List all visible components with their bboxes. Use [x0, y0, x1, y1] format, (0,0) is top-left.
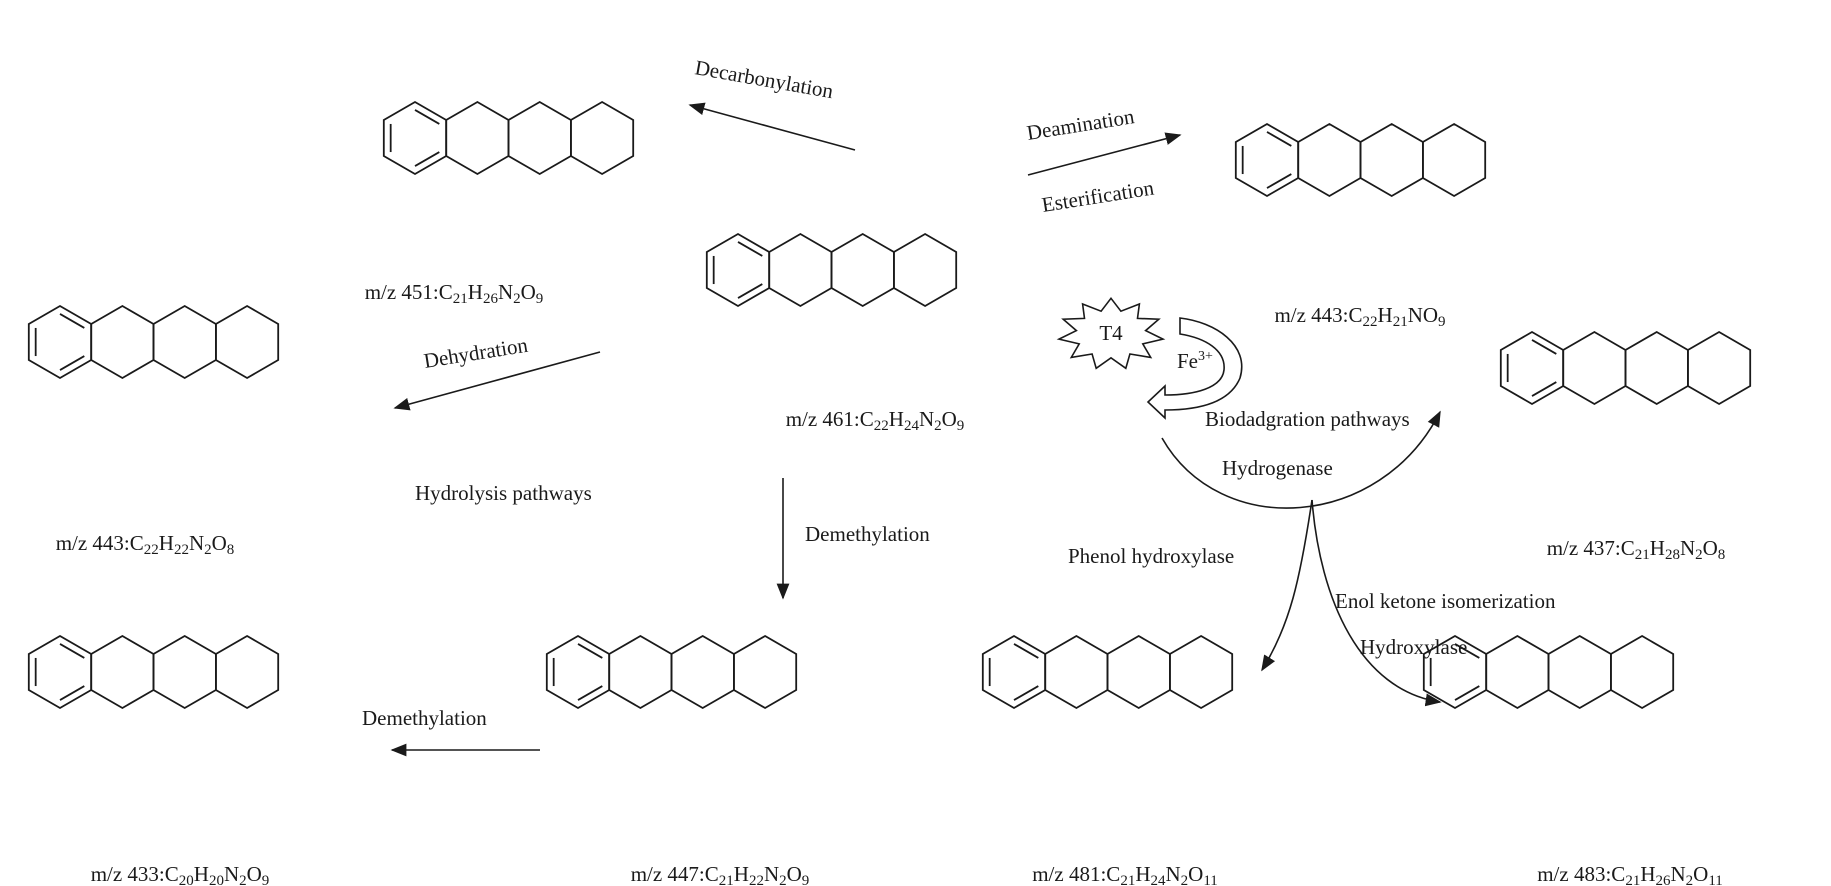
- mol-461-ring-c: [830, 232, 895, 308]
- mol-451-ring-d: [570, 100, 635, 176]
- mol-447-ring-a-double-bond: [577, 643, 603, 659]
- mol-447-ring-d: [733, 634, 798, 710]
- mol-433-ring-d: [214, 634, 280, 710]
- mol-443-ester-ring-a-double-bond: [1266, 131, 1292, 147]
- arrow-dehydration: [393, 351, 601, 411]
- mol-481-ring-b: [1044, 634, 1109, 710]
- arrow-decarbonylation: [688, 102, 856, 151]
- mol-447-ring-a-double-bond: [577, 685, 603, 701]
- fe-hollow-arrow: [1146, 317, 1243, 420]
- mol-461-ring-b: [768, 232, 833, 308]
- caption-mz461: m/z 461:C22H24N2O9: [786, 407, 965, 434]
- mol-433-ring-c: [152, 634, 217, 710]
- mol-451-ring-a-double-bond: [414, 151, 440, 167]
- mol-447-ring-a: [545, 634, 611, 710]
- caption-mz433: m/z 433:C20H20N2O9: [91, 862, 270, 886]
- mol-481-ring-d: [1169, 634, 1234, 710]
- mol-451-ring-a: [382, 100, 448, 176]
- mol-437-ring-a-double-bond: [1531, 339, 1557, 355]
- demethylation-label-1: Demethylation: [805, 522, 930, 546]
- dehydration-label: Dehydration: [422, 333, 530, 373]
- demethylation-label-2: Demethylation: [362, 706, 487, 730]
- enol-isomerization-label: Enol ketone isomerization: [1335, 589, 1556, 613]
- fe-ion-label: Fe3+: [1177, 349, 1213, 373]
- mol-481-ring-a-double-bond: [1013, 643, 1039, 659]
- mol-461-ring-a-double-bond: [737, 283, 763, 299]
- hydrolysis-label: Hydrolysis pathways: [415, 481, 592, 505]
- mol-447-ring-b: [608, 634, 673, 710]
- mol-443-ester-ring-a: [1234, 122, 1300, 198]
- mol-483-ring-a-double-bond: [1454, 643, 1480, 659]
- t4-label: T4: [1099, 321, 1123, 345]
- caption-mz443-ester: m/z 443:C22H21NO9: [1274, 303, 1445, 330]
- mol-437-ring-b: [1562, 330, 1627, 406]
- deamination-label: Deamination: [1025, 104, 1136, 145]
- arrow-esterification: [1027, 132, 1182, 176]
- mol-443-ester-ring-a-double-bond: [1266, 173, 1292, 189]
- caption-mz481: m/z 481:C21H24N2O11: [1032, 862, 1218, 886]
- mol-483-ring-d: [1610, 634, 1675, 710]
- mol-461-ring-a-double-bond: [737, 241, 763, 257]
- mol-443-ester-ring-d: [1422, 122, 1487, 198]
- mol-437-ring-a: [1499, 330, 1565, 406]
- arrow-hydrogenase: [1161, 410, 1441, 509]
- mol-483-ring-a-double-bond: [1454, 685, 1480, 701]
- mol-443-dehydr-ring-d: [214, 304, 280, 380]
- biodegradation-label: Biodadgration pathways: [1205, 407, 1410, 431]
- mol-443-dehydr-ring-b: [90, 304, 155, 380]
- mol-437-ring-a-double-bond: [1531, 381, 1557, 397]
- decarbonylation-label: Decarbonylation: [693, 55, 835, 103]
- phenol-hydroxylase-label: Phenol hydroxylase: [1068, 544, 1234, 568]
- mol-451-ring-c: [507, 100, 572, 176]
- mol-451-ring-a-double-bond: [414, 109, 440, 125]
- mol-443-ester-ring-b: [1297, 122, 1362, 198]
- arrow-hydroxylase: [1311, 499, 1442, 707]
- arrow-phenol-hydroxylase: [1261, 499, 1313, 672]
- hydroxylase-label: Hydroxylase: [1360, 635, 1467, 659]
- mol-483-ring-b: [1485, 634, 1550, 710]
- hydrogenase-label: Hydrogenase: [1222, 456, 1333, 480]
- mol-461-ring-a: [705, 232, 771, 308]
- mol-443-dehydr-ring-c: [152, 304, 217, 380]
- mol-437-ring-d: [1687, 330, 1752, 406]
- caption-mz451: m/z 451:C21H26N2O9: [365, 280, 544, 307]
- caption-mz437: m/z 437:C21H28N2O8: [1547, 536, 1726, 563]
- mol-461-ring-d: [893, 232, 958, 308]
- mol-481-ring-c: [1106, 634, 1171, 710]
- caption-mz443-dehydr: m/z 443:C22H22N2O8: [56, 531, 235, 558]
- mol-443-ester-ring-c: [1359, 122, 1424, 198]
- mol-433-ring-a-double-bond: [59, 685, 85, 701]
- mol-443-dehydr-ring-a-double-bond: [59, 313, 85, 329]
- mol-483-ring-c: [1547, 634, 1612, 710]
- mol-447-ring-c: [670, 634, 735, 710]
- mol-443-dehydr-ring-a: [27, 304, 93, 380]
- mol-433-ring-b: [90, 634, 155, 710]
- esterification-label: Esterification: [1040, 175, 1156, 216]
- caption-mz483: m/z 483:C21H26N2O11: [1537, 862, 1723, 886]
- t4-starburst-icon: [1056, 296, 1166, 370]
- mol-443-dehydr-ring-a-double-bond: [59, 355, 85, 371]
- mol-437-ring-c: [1624, 330, 1689, 406]
- mol-433-ring-a: [27, 634, 93, 710]
- caption-mz447: m/z 447:C21H22N2O9: [631, 862, 810, 886]
- molecule-structures: [27, 100, 1752, 710]
- mol-481-ring-a-double-bond: [1013, 685, 1039, 701]
- mol-451-ring-b: [445, 100, 510, 176]
- mol-481-ring-a: [981, 634, 1047, 710]
- mol-433-ring-a-double-bond: [59, 643, 85, 659]
